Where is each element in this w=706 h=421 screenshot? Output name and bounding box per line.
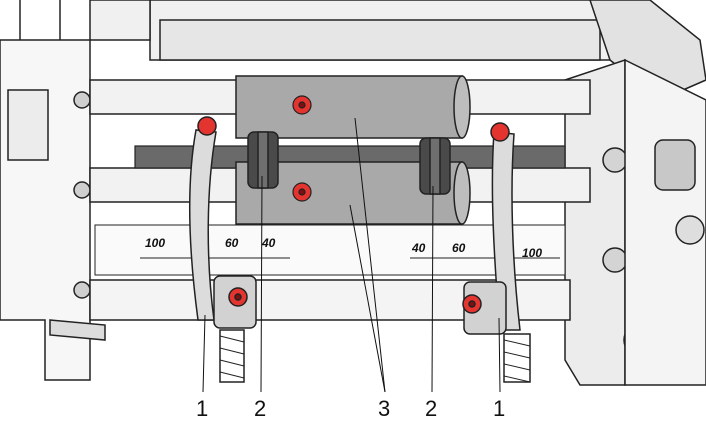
callout-1-right: 1 xyxy=(493,396,505,421)
right-lever xyxy=(462,122,531,383)
scale-label-left-60: 60 xyxy=(225,236,239,250)
scale-label-left-100: 100 xyxy=(145,236,165,250)
left-lever xyxy=(188,116,257,383)
left-guide-collar xyxy=(247,131,279,189)
callout-1-left: 1 xyxy=(196,396,208,421)
scale-ruler xyxy=(94,224,566,276)
callout-2-left: 2 xyxy=(254,396,266,421)
top-housing xyxy=(19,0,706,101)
left-side-plate xyxy=(0,39,106,381)
leader-lines xyxy=(202,117,501,393)
callout-3: 3 xyxy=(378,396,390,421)
right-guide-collar xyxy=(419,137,451,195)
upper-roller xyxy=(235,75,471,139)
scale-label-left-40: 40 xyxy=(261,236,276,250)
roller-screws xyxy=(292,95,312,202)
scale-label-right-40: 40 xyxy=(411,241,426,255)
callout-2-right: 2 xyxy=(425,396,437,421)
scale-label-right-60: 60 xyxy=(452,241,466,255)
right-side-plate xyxy=(564,58,706,386)
scale-label-right-100: 100 xyxy=(522,246,542,260)
